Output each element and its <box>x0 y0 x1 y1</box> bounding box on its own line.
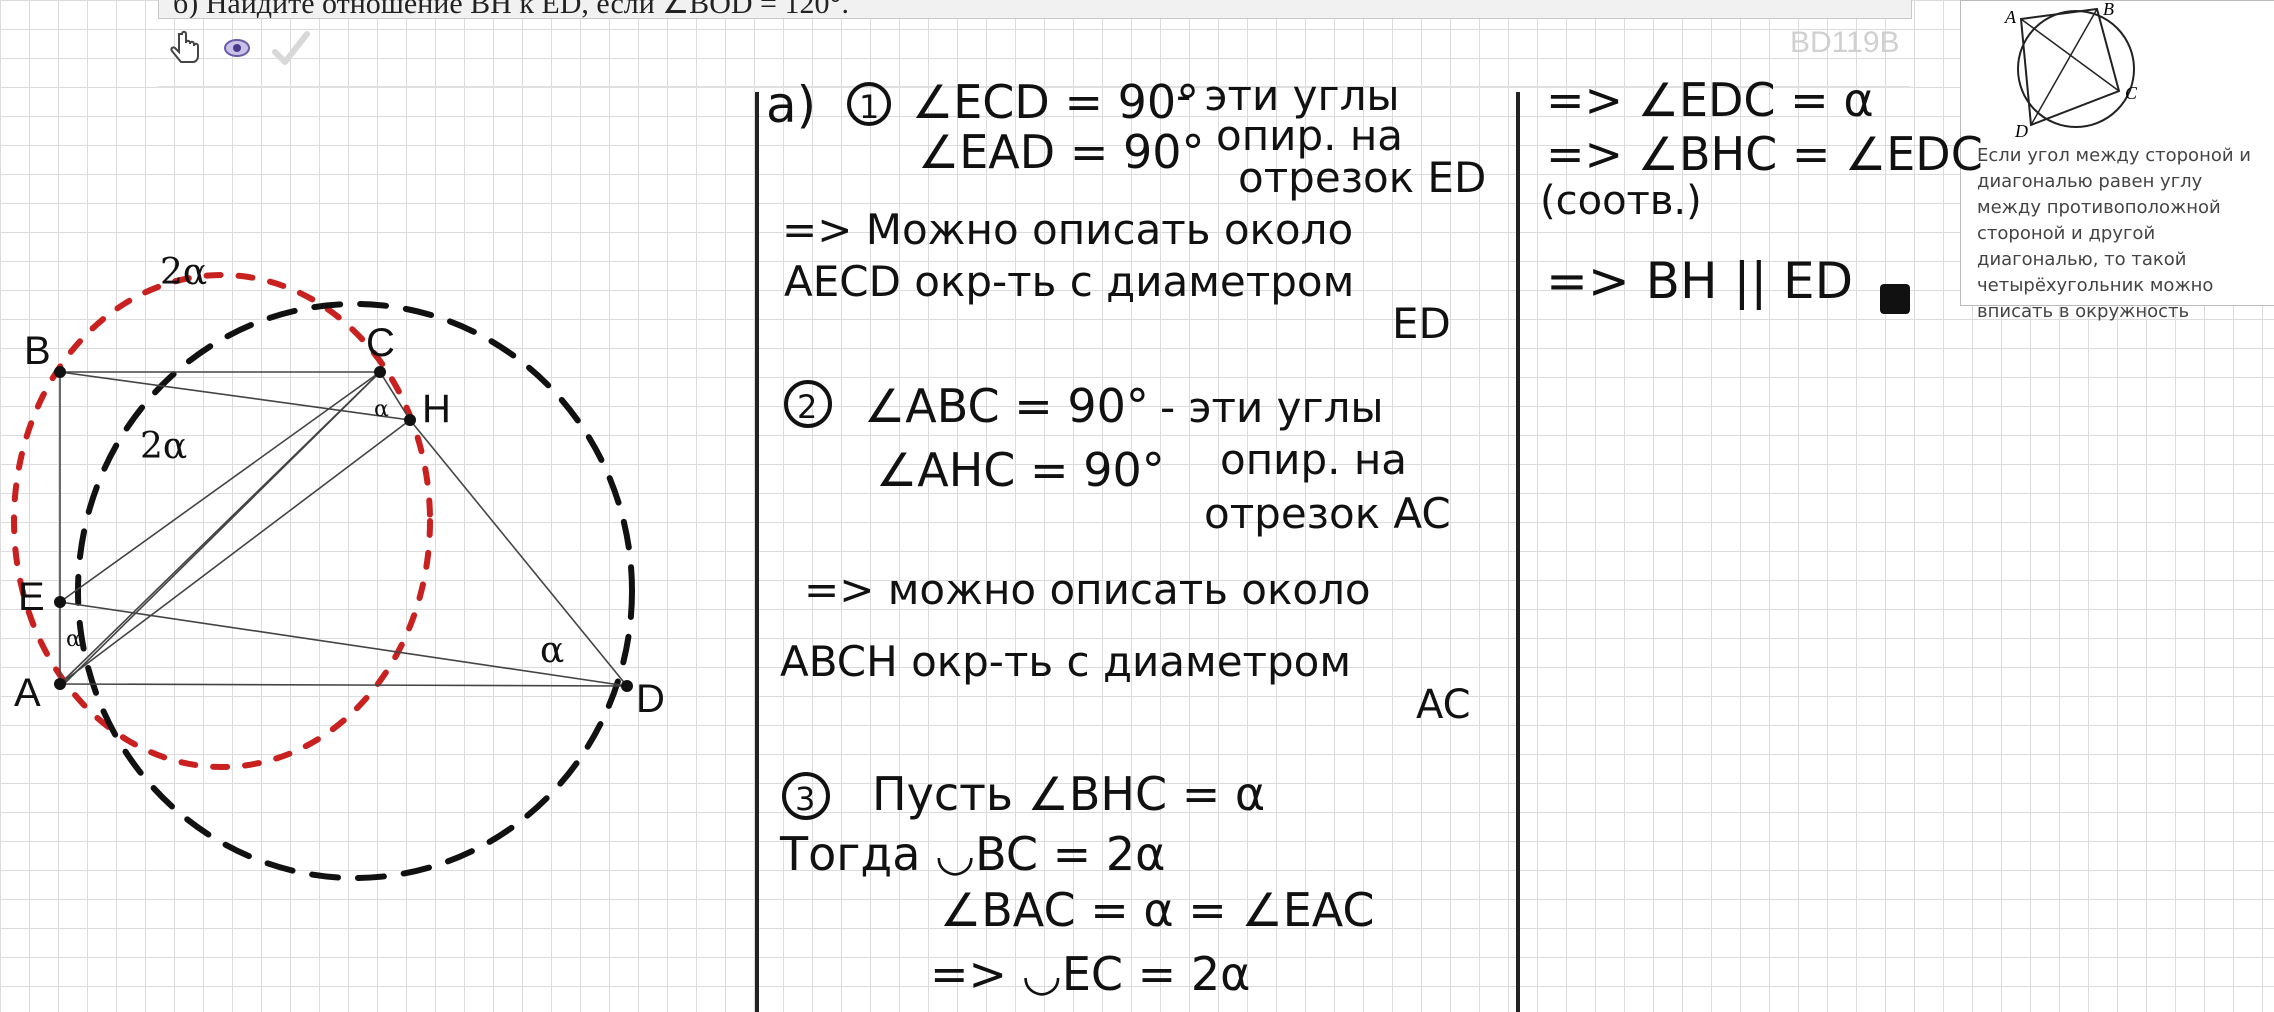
note-line: => можно описать около <box>804 565 1371 614</box>
right-note-line: => ∠EDC = α <box>1546 73 1874 127</box>
note-line: ∠ABC = 90° <box>864 379 1149 433</box>
note-line: ∠BAC = α = ∠EAC <box>940 883 1375 937</box>
note-line: ABCH окр-ть с диаметром <box>780 637 1351 686</box>
angle-label: 2α <box>160 252 207 293</box>
eye-icon[interactable] <box>217 28 257 72</box>
part-label: а) <box>766 76 816 134</box>
point-dot <box>54 678 66 690</box>
note-line: AECD окр-ть с диаметром <box>784 257 1354 306</box>
separator-line <box>158 86 1910 88</box>
angle-label: α <box>374 397 389 422</box>
point-dot <box>621 680 633 692</box>
step-number: 3 <box>795 780 815 818</box>
note-comment: - эти углы <box>1160 383 1384 432</box>
point-label: C <box>366 321 395 365</box>
hint-text: Если угол между стороной и диагональю ра… <box>1977 145 2251 322</box>
right-note-line: (соотв.) <box>1540 178 1702 224</box>
hint-point-label: C <box>2125 83 2138 103</box>
hint-point-label: A <box>2004 7 2017 27</box>
note-comment: опир. на <box>1220 435 1407 484</box>
point-label: H <box>422 387 451 431</box>
angle-label: α <box>66 627 81 652</box>
note-line: Пусть ∠BHC = α <box>872 767 1265 821</box>
construction-lines <box>59 371 628 687</box>
note-line: => ◡EC = 2α <box>930 947 1250 1001</box>
cursor-square <box>1880 284 1910 314</box>
note-line: ∠AHC = 90° <box>876 443 1165 497</box>
point-label: E <box>18 575 45 619</box>
note-line: => Можно описать около <box>782 205 1353 254</box>
note-comment: отрезок AC <box>1204 489 1451 538</box>
step-number: 1 <box>859 88 879 126</box>
hint-diagram: A B C D <box>2004 0 2138 141</box>
task-text: б) Найдите отношение BH к ED, если ∠BOD … <box>173 0 849 19</box>
point-label: A <box>14 671 41 715</box>
hand-pointer-icon[interactable] <box>165 28 205 72</box>
handwritten-notes: а) 1 ∠ECD = 90° ∠EAD = 90° - эти углы оп… <box>766 71 1983 1001</box>
note-line: ∠EAD = 90° <box>918 125 1205 179</box>
task-code: BD119B <box>1790 26 1900 59</box>
note-line: ED <box>1392 299 1451 348</box>
black-dashed-circle <box>75 301 635 881</box>
point-dot <box>404 414 416 426</box>
point-label: B <box>24 329 51 373</box>
checkmark-icon[interactable] <box>269 28 310 72</box>
point-dot <box>374 366 386 378</box>
hint-card: A B C D Если угол между стороной и диаго… <box>1960 0 2274 322</box>
note-comment: - эти углы <box>1176 71 1400 120</box>
point-label: D <box>636 677 665 721</box>
point-dot <box>54 366 66 378</box>
task-bar: б) Найдите отношение BH к ED, если ∠BOD … <box>158 0 1912 19</box>
hint-point-label: B <box>2103 1 2114 19</box>
hint-point-label: D <box>2014 121 2028 141</box>
angle-label: 2α <box>140 426 187 467</box>
note-line: Тогда ◡BC = 2α <box>779 827 1165 881</box>
toolbar <box>165 28 325 72</box>
right-note-line: => ∠BHC = ∠EDC <box>1546 127 1983 181</box>
note-line: ∠ECD = 90° <box>912 75 1199 129</box>
red-dashed-circle <box>11 272 433 770</box>
angle-label: α <box>540 630 564 671</box>
right-note-line: => BH || ED <box>1546 252 1853 310</box>
note-comment: опир. на <box>1216 111 1403 160</box>
point-dot <box>54 596 66 608</box>
step-number: 2 <box>797 388 817 426</box>
note-comment: отрезок ED <box>1238 153 1486 202</box>
note-line: AC <box>1416 682 1471 728</box>
geometry-figure: B C H E A D 2α 2α α α α <box>11 252 665 881</box>
